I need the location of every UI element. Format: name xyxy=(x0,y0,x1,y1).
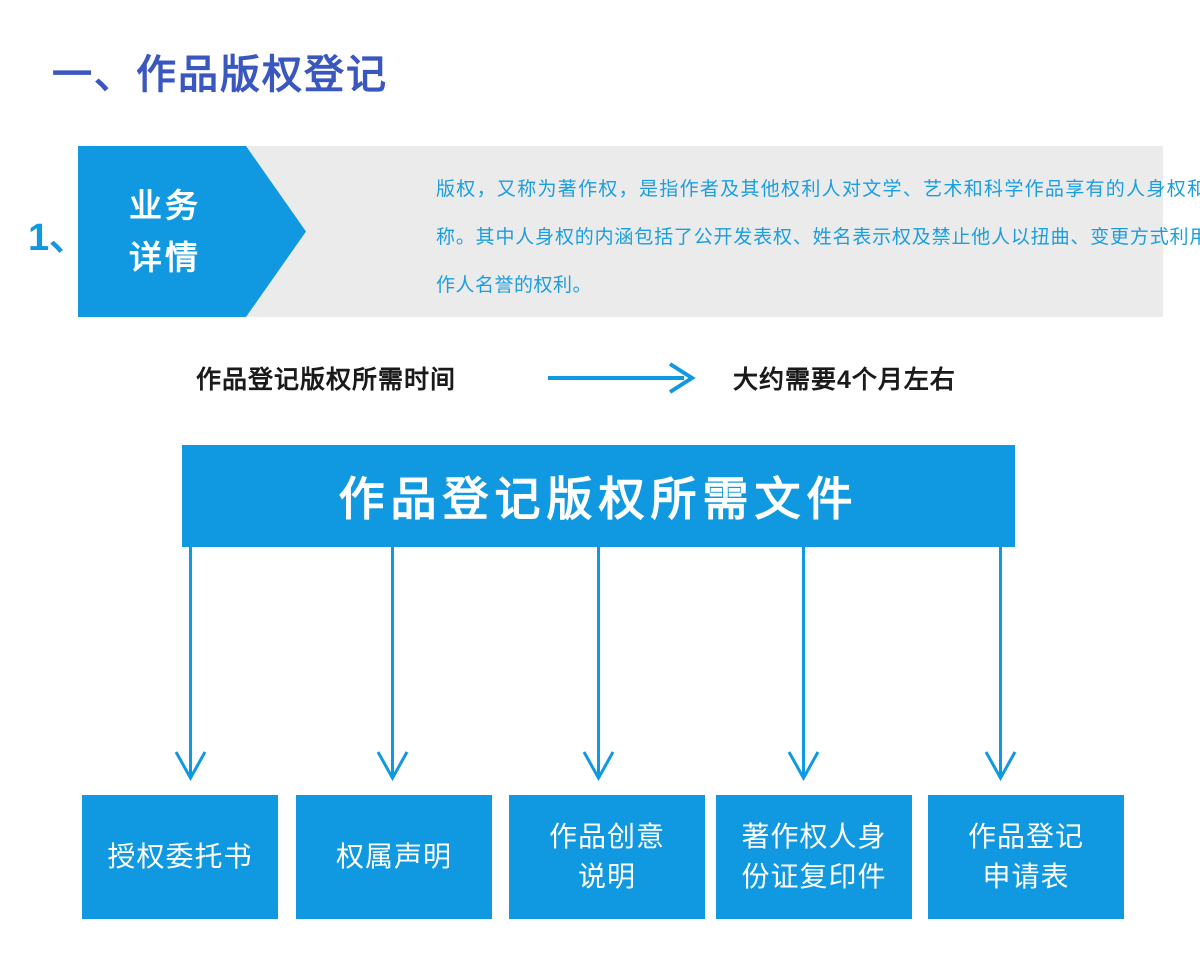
business-detail-tab-line1: 业务 xyxy=(129,186,201,224)
business-detail-paragraph: 版权，又称为著作权，是指作者及其他权利人对文学、艺术和科学作品享有的人身权和财产… xyxy=(436,179,1200,296)
section-index-label: 1、 xyxy=(28,217,88,259)
document-box-id-copy[interactable]: 著作权人身 份证复印件 xyxy=(716,795,912,919)
timing-value: 大约需要4个月左右 xyxy=(733,366,956,394)
document-box-label: 作品登记 申请表 xyxy=(967,821,1084,892)
documents-header-bar: 作品登记版权所需文件 xyxy=(182,445,1015,547)
document-box-application-form[interactable]: 作品登记 申请表 xyxy=(928,795,1124,919)
document-box-authorization-letter[interactable]: 授权委托书 xyxy=(82,795,278,919)
document-box-ownership-statement[interactable]: 权属声明 xyxy=(296,795,492,919)
document-box-creative-description[interactable]: 作品创意 说明 xyxy=(509,795,705,919)
document-box-label: 权属声明 xyxy=(335,841,452,872)
documents-header-title: 作品登记版权所需文件 xyxy=(338,473,859,525)
document-box-label: 授权委托书 xyxy=(107,841,253,872)
document-box-label: 著作权人身 份证复印件 xyxy=(741,821,887,892)
page-title: 一、作品版权登记 xyxy=(52,53,388,97)
documents-row: 授权委托书 权属声明 作品创意 说明 著作权人身 份证复印件 作品登记 申请表 xyxy=(0,795,1200,919)
business-detail-panel: 版权，又称为著作权，是指作者及其他权利人对文学、艺术和科学作品享有的人身权和财产… xyxy=(78,146,1200,317)
document-box-label: 作品创意 说明 xyxy=(548,821,665,892)
arrow-right-icon xyxy=(548,362,696,394)
timing-row: 作品登记版权所需时间 大约需要4个月左右 xyxy=(0,360,1200,404)
business-detail-text-panel: 版权，又称为著作权，是指作者及其他权利人对文学、艺术和科学作品享有的人身权和财产… xyxy=(228,146,1200,317)
business-detail-tab-line2: 详情 xyxy=(129,238,201,276)
timing-label: 作品登记版权所需时间 xyxy=(196,366,457,394)
